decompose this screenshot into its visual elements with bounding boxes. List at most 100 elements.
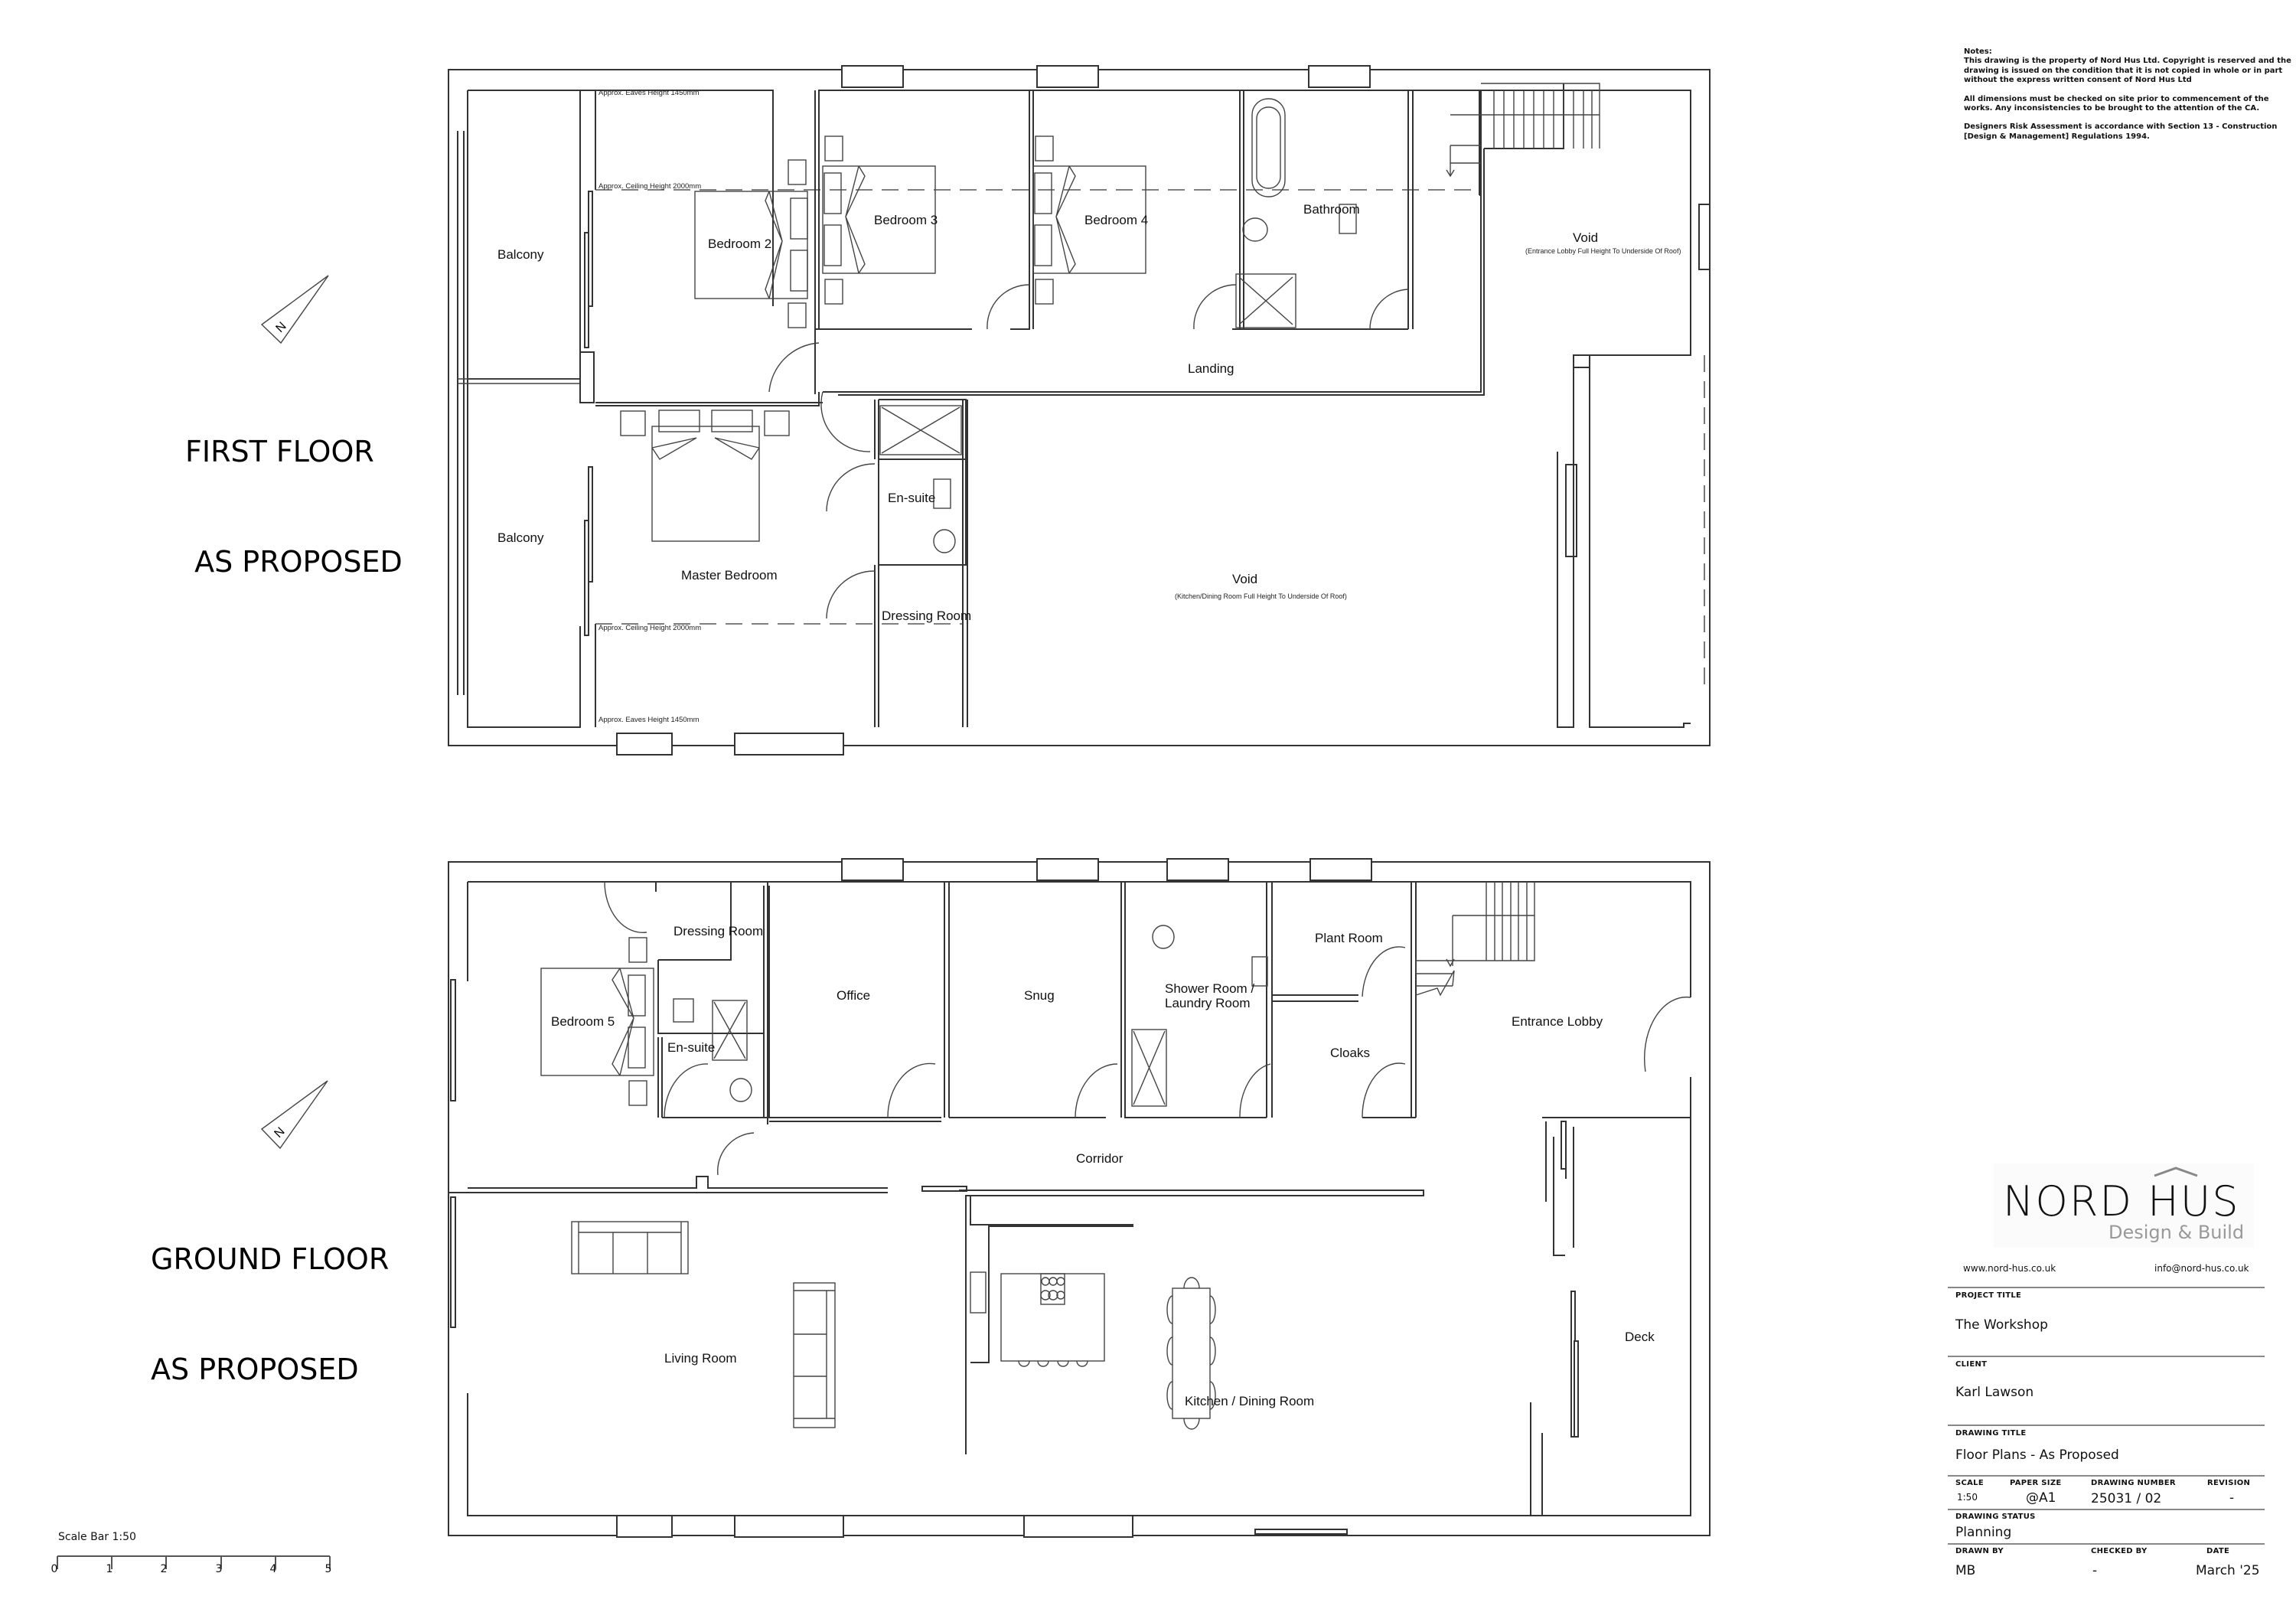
client-label: CLIENT <box>1955 1360 1988 1369</box>
notes-heading: Notes: <box>1964 47 1992 56</box>
dining-table <box>1166 1277 1216 1430</box>
room-label-shower-room-l1: Shower Room / <box>1165 981 1254 996</box>
drawing-title-value: Floor Plans - As Proposed <box>1955 1447 2119 1463</box>
bed-bedroom2 <box>694 159 808 328</box>
notes-risk: Designers Risk Assessment is accordance … <box>1964 122 2278 141</box>
room-label-cloaks: Cloaks <box>1330 1046 1370 1060</box>
plan-label: N <box>272 1125 287 1141</box>
kitchen-sink <box>970 1271 987 1314</box>
ground-floor-title-line2: AS PROPOSED <box>151 1353 359 1386</box>
checked-by-label: CHECKED BY <box>2091 1547 2148 1555</box>
room-label-bedroom2: Bedroom 2 <box>708 237 771 251</box>
room-label-balcony-bottom: Balcony <box>497 530 544 545</box>
toilet-shower-room <box>1152 925 1175 949</box>
room-label-bathroom: Bathroom <box>1303 202 1360 217</box>
room-label-void-lobby: Void <box>1573 230 1598 245</box>
scale-value: 1:50 <box>1957 1492 1978 1503</box>
scale-tick-4: 4 <box>269 1563 277 1575</box>
room-label-dressing-room-ground: Dressing Room <box>673 924 763 938</box>
bed-master <box>620 410 790 542</box>
toilet-ensuite <box>933 529 956 553</box>
room-label-ensuite-ground: En-suite <box>667 1040 715 1055</box>
first-floor-title-line1: FIRST FLOOR <box>185 435 374 468</box>
ground-floor-title-line1: GROUND FLOOR <box>151 1242 390 1276</box>
drawing-status-value: Planning <box>1955 1525 2012 1540</box>
plan-label: N <box>273 320 289 335</box>
client-value: Karl Lawson <box>1955 1385 2034 1400</box>
scale-bar-graphic <box>57 1555 331 1569</box>
first-floor-plan: Approx. Eaves Height 1450mm Approx. Ceil… <box>260 65 1711 756</box>
paper-size-label: PAPER SIZE <box>2010 1479 2062 1487</box>
room-label-shower-room-l2: Laundry Room <box>1165 996 1251 1010</box>
bed-bedroom3 <box>822 135 936 305</box>
checked-by-value: - <box>2092 1563 2098 1578</box>
room-label-bedroom3: Bedroom 3 <box>874 213 938 227</box>
drawing-meta-section: SCALE 1:50 PAPER SIZE @A1 DRAWING NUMBER… <box>1948 1475 2265 1510</box>
room-label-plant-room: Plant Room <box>1315 931 1383 945</box>
basin-bathroom <box>1339 204 1357 234</box>
revision-value: - <box>2229 1490 2235 1506</box>
notes-dimensions: All dimensions must be checked on site p… <box>1964 94 2269 113</box>
logo-wordmark: NORD HUS <box>2003 1177 2240 1225</box>
room-label-bedroom5: Bedroom 5 <box>551 1014 615 1029</box>
date-value: March '25 <box>2196 1563 2260 1578</box>
stairs-first-floor <box>1446 83 1600 178</box>
drawing-title-label: DRAWING TITLE <box>1955 1429 2027 1438</box>
eaves-height-note-top: Approx. Eaves Height 1450mm <box>598 89 700 97</box>
shower-tray-bathroom <box>1235 273 1296 328</box>
company-website[interactable]: www.nord-hus.co.uk <box>1963 1263 2056 1274</box>
drawing-number-value: 25031 / 02 <box>2091 1491 2162 1506</box>
sign-off-section: DRAWN BY MB CHECKED BY - DATE March '25 <box>1948 1543 2265 1583</box>
logo-tagline: Design & Build <box>2108 1222 2245 1243</box>
drawing-notes: Notes: This drawing is the property of N… <box>1964 47 2293 151</box>
room-label-deck: Deck <box>1625 1330 1655 1344</box>
scale-tick-3: 3 <box>215 1563 223 1575</box>
ground-floor-plan: Dressing Room Bedroom 5 En-suite Office … <box>260 858 1711 1538</box>
shower-tray-ensuite <box>879 405 962 455</box>
stairs-ground-floor <box>1415 882 1535 997</box>
company-logo: NORD HUS Design & Build <box>1994 1163 2254 1248</box>
room-sub-void-kitchen: (Kitchen/Dining Room Full Height To Unde… <box>1175 592 1347 600</box>
notes-copyright: This drawing is the property of Nord Hus… <box>1964 57 2291 85</box>
company-email[interactable]: info@nord-hus.co.uk <box>2154 1263 2249 1274</box>
scale-tick-5: 5 <box>325 1563 332 1575</box>
north-arrow-first-floor-icon: N <box>260 275 329 344</box>
scale-tick-2: 2 <box>160 1563 168 1575</box>
room-label-office: Office <box>837 988 870 1003</box>
room-label-living-room: Living Room <box>664 1351 737 1366</box>
paper-size-value: @A1 <box>2026 1490 2056 1506</box>
eaves-height-note-bottom: Approx. Eaves Height 1450mm <box>598 716 700 724</box>
bed-bedroom5 <box>540 937 654 1106</box>
first-floor-title: FIRST FLOOR AS PROPOSED <box>185 360 403 617</box>
drawing-title-section: DRAWING TITLE Floor Plans - As Proposed <box>1948 1425 2265 1477</box>
bed-bedroom4 <box>1032 135 1146 305</box>
basin-shower-room <box>1251 956 1268 987</box>
ceiling-height-note-bottom: Approx. Ceiling Height 2000mm <box>598 624 701 632</box>
basin-ground-ensuite <box>673 998 694 1023</box>
room-sub-void-lobby: (Entrance Lobby Full Height To Underside… <box>1525 247 1681 255</box>
drawing-status-label: DRAWING STATUS <box>1955 1513 2036 1521</box>
kitchen-island <box>1000 1273 1105 1367</box>
room-label-balcony-top: Balcony <box>497 247 544 262</box>
north-arrow-ground-floor-icon: N <box>260 1080 328 1150</box>
room-label-master-bedroom: Master Bedroom <box>681 568 778 583</box>
room-label-corridor: Corridor <box>1076 1151 1124 1166</box>
toilet-ground-ensuite <box>729 1078 752 1102</box>
date-label: DATE <box>2206 1547 2230 1555</box>
drawing-status-section: DRAWING STATUS Planning <box>1948 1509 2265 1544</box>
roof-icon <box>2154 1167 2198 1177</box>
room-label-ensuite: En-suite <box>888 491 935 505</box>
room-label-snug: Snug <box>1024 988 1055 1003</box>
project-title-label: PROJECT TITLE <box>1955 1291 2022 1300</box>
drawn-by-label: DRAWN BY <box>1955 1547 2004 1555</box>
client-section: CLIENT Karl Lawson <box>1948 1356 2265 1426</box>
room-label-void-kitchen: Void <box>1232 572 1257 586</box>
basin-ensuite <box>933 478 951 509</box>
drawing-number-label: DRAWING NUMBER <box>2091 1479 2176 1487</box>
first-floor-title-line2: AS PROPOSED <box>185 545 403 579</box>
shower-tray-shower-room <box>1131 1029 1167 1107</box>
revision-label: REVISION <box>2207 1479 2251 1487</box>
room-label-landing: Landing <box>1188 361 1234 376</box>
shower-tray-bedroom5-ensuite <box>712 1000 748 1061</box>
room-label-kitchen-dining: Kitchen / Dining Room <box>1185 1394 1314 1408</box>
